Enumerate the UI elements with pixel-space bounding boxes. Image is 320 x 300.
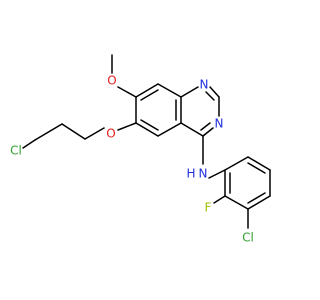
bond-c3p-c4p-double bbox=[247, 192, 266, 204]
bond-c4-c4a bbox=[180, 122, 204, 137]
atom-o2-label: O bbox=[107, 74, 116, 88]
atom-o1-label: O bbox=[106, 127, 115, 141]
bond-c4a-c5 bbox=[157, 122, 182, 137]
bond-o1-c6 bbox=[117, 122, 137, 131]
bond-n3-c4 bbox=[202, 127, 214, 137]
atom-n3-label: N bbox=[215, 117, 224, 131]
atom-cl2-label: Cl bbox=[242, 231, 254, 245]
atom-nh-n-label: N bbox=[199, 167, 208, 181]
bond-c5p-c6p-double bbox=[247, 162, 266, 174]
bond-c2p-f bbox=[213, 195, 226, 204]
atom-nh-h-label: H bbox=[186, 167, 195, 181]
bond-c8a-n1 bbox=[180, 86, 199, 98]
bond-n1-c2 bbox=[209, 86, 220, 98]
bond-c3p-c4p bbox=[247, 195, 271, 210]
bond-c5-c6 bbox=[135, 122, 159, 137]
bond-c7-c8 bbox=[135, 83, 159, 98]
bond-c1-c2 bbox=[34, 123, 63, 141]
bond-c5-c6-double bbox=[140, 119, 159, 131]
bond-c2p-c3p bbox=[224, 195, 249, 210]
bond-n3-c4-double bbox=[200, 122, 211, 131]
atom-n1-label: N bbox=[200, 78, 209, 92]
bond-n1-c2-double bbox=[205, 91, 215, 101]
bond-c5p-c6p bbox=[247, 156, 271, 171]
atom-cl1-label: Cl bbox=[10, 144, 22, 158]
atom-f-label: F bbox=[205, 201, 212, 215]
bond-nh-c1prime bbox=[208, 169, 226, 179]
bond-c8-c8a bbox=[157, 83, 182, 98]
bond-c7-o2 bbox=[117, 86, 137, 98]
bond-c7-c8-double bbox=[140, 89, 159, 101]
bond-c3-o1 bbox=[84, 127, 105, 140]
bond-cl1-c1 bbox=[22, 139, 36, 149]
bond-c6p-c1p bbox=[224, 156, 249, 171]
chemical-structure-diagram: Cl O O N N N H F Cl bbox=[10, 54, 271, 245]
bond-c2-c3 bbox=[61, 123, 86, 140]
